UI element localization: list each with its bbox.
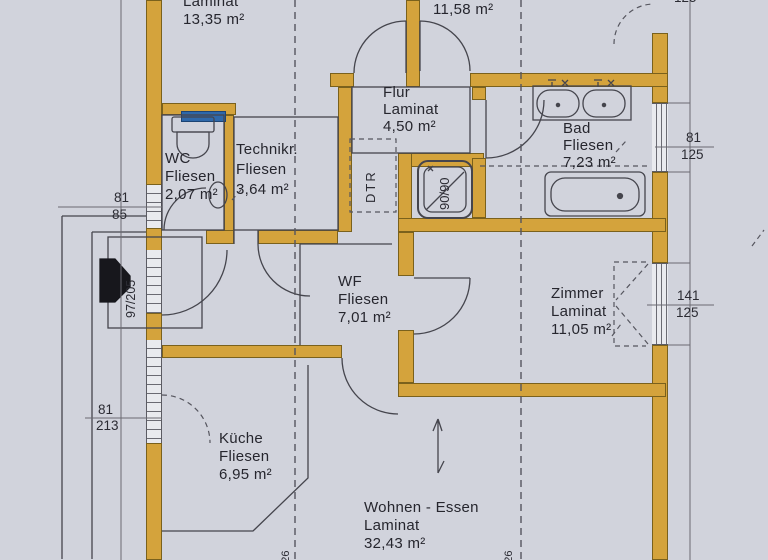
dim-top-right: 125 <box>674 0 697 5</box>
room-area: 6,95 m² <box>219 466 272 483</box>
entry-door-swing <box>161 249 228 316</box>
room-area: 11,05 m² <box>551 321 612 338</box>
entry-door-leaf <box>99 258 131 303</box>
dim-left-lower-num: 81 <box>98 402 114 417</box>
dim-right-mid-num: 141 <box>677 288 700 303</box>
room-name: Fliesen <box>338 291 389 308</box>
room-name: Laminat <box>383 101 439 118</box>
room-area: 7,01 m² <box>338 309 391 326</box>
room-name: Technikr. <box>236 141 298 158</box>
bad-door-swing <box>485 99 545 159</box>
top-right-dashed-swing <box>613 3 655 45</box>
room-area: 7,23 m² <box>563 154 616 171</box>
dim-left-upper-num: 81 <box>114 190 130 205</box>
wf-door-swing <box>257 243 311 297</box>
kitchen-outline <box>162 365 309 532</box>
room-name: Fliesen <box>236 161 287 178</box>
window-right-zimmer <box>652 263 668 345</box>
flur-outline <box>351 86 471 154</box>
room-label-laminat: Laminat 13,35 m² <box>183 0 245 29</box>
technik-outline <box>233 116 339 231</box>
room-name: WF <box>338 273 362 290</box>
dimension-lines <box>58 0 714 560</box>
window-left-lower <box>146 340 162 443</box>
porch-lines <box>61 215 146 559</box>
wall-segment <box>162 345 342 358</box>
dashed-details <box>161 3 765 444</box>
section-lines <box>294 0 522 560</box>
wall-segment <box>398 232 414 276</box>
dim-section-mid: 26/26 <box>503 550 515 560</box>
dim-right-mid-den: 125 <box>676 305 699 320</box>
wall-segment <box>398 330 414 383</box>
room-name: Wohnen - Essen <box>364 499 479 516</box>
zimmer-window-dashed <box>613 261 649 347</box>
wc-door-swing <box>163 187 207 231</box>
room-label-kueche: Küche Fliesen 6,95 m² <box>219 430 272 484</box>
room-name: Bad <box>563 120 591 137</box>
dim-entry-door: 97/205 <box>124 279 138 318</box>
dim-left-lower-den: 213 <box>96 418 119 433</box>
room-label-wc: WC Fliesen 2,07 m² <box>165 150 218 204</box>
room-area: 4,50 m² <box>383 118 436 135</box>
toilet <box>171 116 228 209</box>
room-area: 3,64 m² <box>236 181 289 198</box>
dim-right-upper-den: 125 <box>681 147 704 162</box>
room-name: Fliesen <box>165 168 216 185</box>
room-name: WC <box>165 150 191 167</box>
room-area: 13,35 m² <box>183 11 245 28</box>
duct-dashed-box <box>349 138 397 213</box>
room-label-wf: WF Fliesen 7,01 m² <box>338 273 391 327</box>
room-name: Fliesen <box>219 448 270 465</box>
room-name: Laminat <box>364 517 420 534</box>
wall-segment <box>146 0 162 185</box>
window-right-bad <box>652 103 668 172</box>
room-name: Laminat <box>183 0 239 10</box>
room-name: Fliesen <box>563 137 614 154</box>
room-label-1158: 11,58 m² <box>433 1 493 19</box>
room-area: 11,58 m² <box>433 1 494 18</box>
zimmer-door-swing <box>413 277 471 335</box>
room-label-zimmer: Zimmer Laminat 11,05 m² <box>551 285 611 339</box>
wall-segment <box>398 218 666 232</box>
flur-right-door-swing <box>419 20 471 72</box>
room-label-flur: Flur Laminat 4,50 m² <box>383 84 438 135</box>
wall-segment <box>652 172 668 263</box>
double-washbasin <box>532 79 632 121</box>
wohnen-door-swing <box>341 357 399 415</box>
kueche-dashed-swing <box>161 394 211 444</box>
direction-arrow <box>432 418 445 474</box>
room-name: Zimmer <box>551 285 604 302</box>
dim-left-upper-den: 85 <box>112 207 128 222</box>
duct-label: DTR <box>363 170 378 203</box>
dim-shower: 90/90 <box>437 177 452 210</box>
room-name: Flur <box>383 84 411 101</box>
dim-section-left: 26/26 <box>280 550 292 560</box>
wall-segment <box>398 383 666 397</box>
room-label-bad: Bad Fliesen 7,23 m² <box>563 120 616 171</box>
room-label-wohnen: Wohnen - Essen Laminat 32,43 m² <box>364 499 479 553</box>
wall-segment <box>330 73 354 87</box>
wc-basin <box>208 181 228 209</box>
shower-90x90 <box>417 160 473 219</box>
room-area: 32,43 m² <box>364 535 426 552</box>
wc-outline <box>161 114 225 231</box>
room-area: 2,07 m² <box>165 186 218 203</box>
room-name: Küche <box>219 430 264 447</box>
entry-door-opening <box>146 250 162 313</box>
technik-door-jambs <box>233 230 259 244</box>
wall-segment <box>472 87 486 100</box>
room-name: Laminat <box>551 303 607 320</box>
flur-left-door-swing <box>353 20 407 74</box>
room-label-technik: Technikr. Fliesen 3,64 m² <box>236 140 298 200</box>
dim-right-upper-num: 81 <box>686 130 702 145</box>
bathtub <box>544 171 646 217</box>
